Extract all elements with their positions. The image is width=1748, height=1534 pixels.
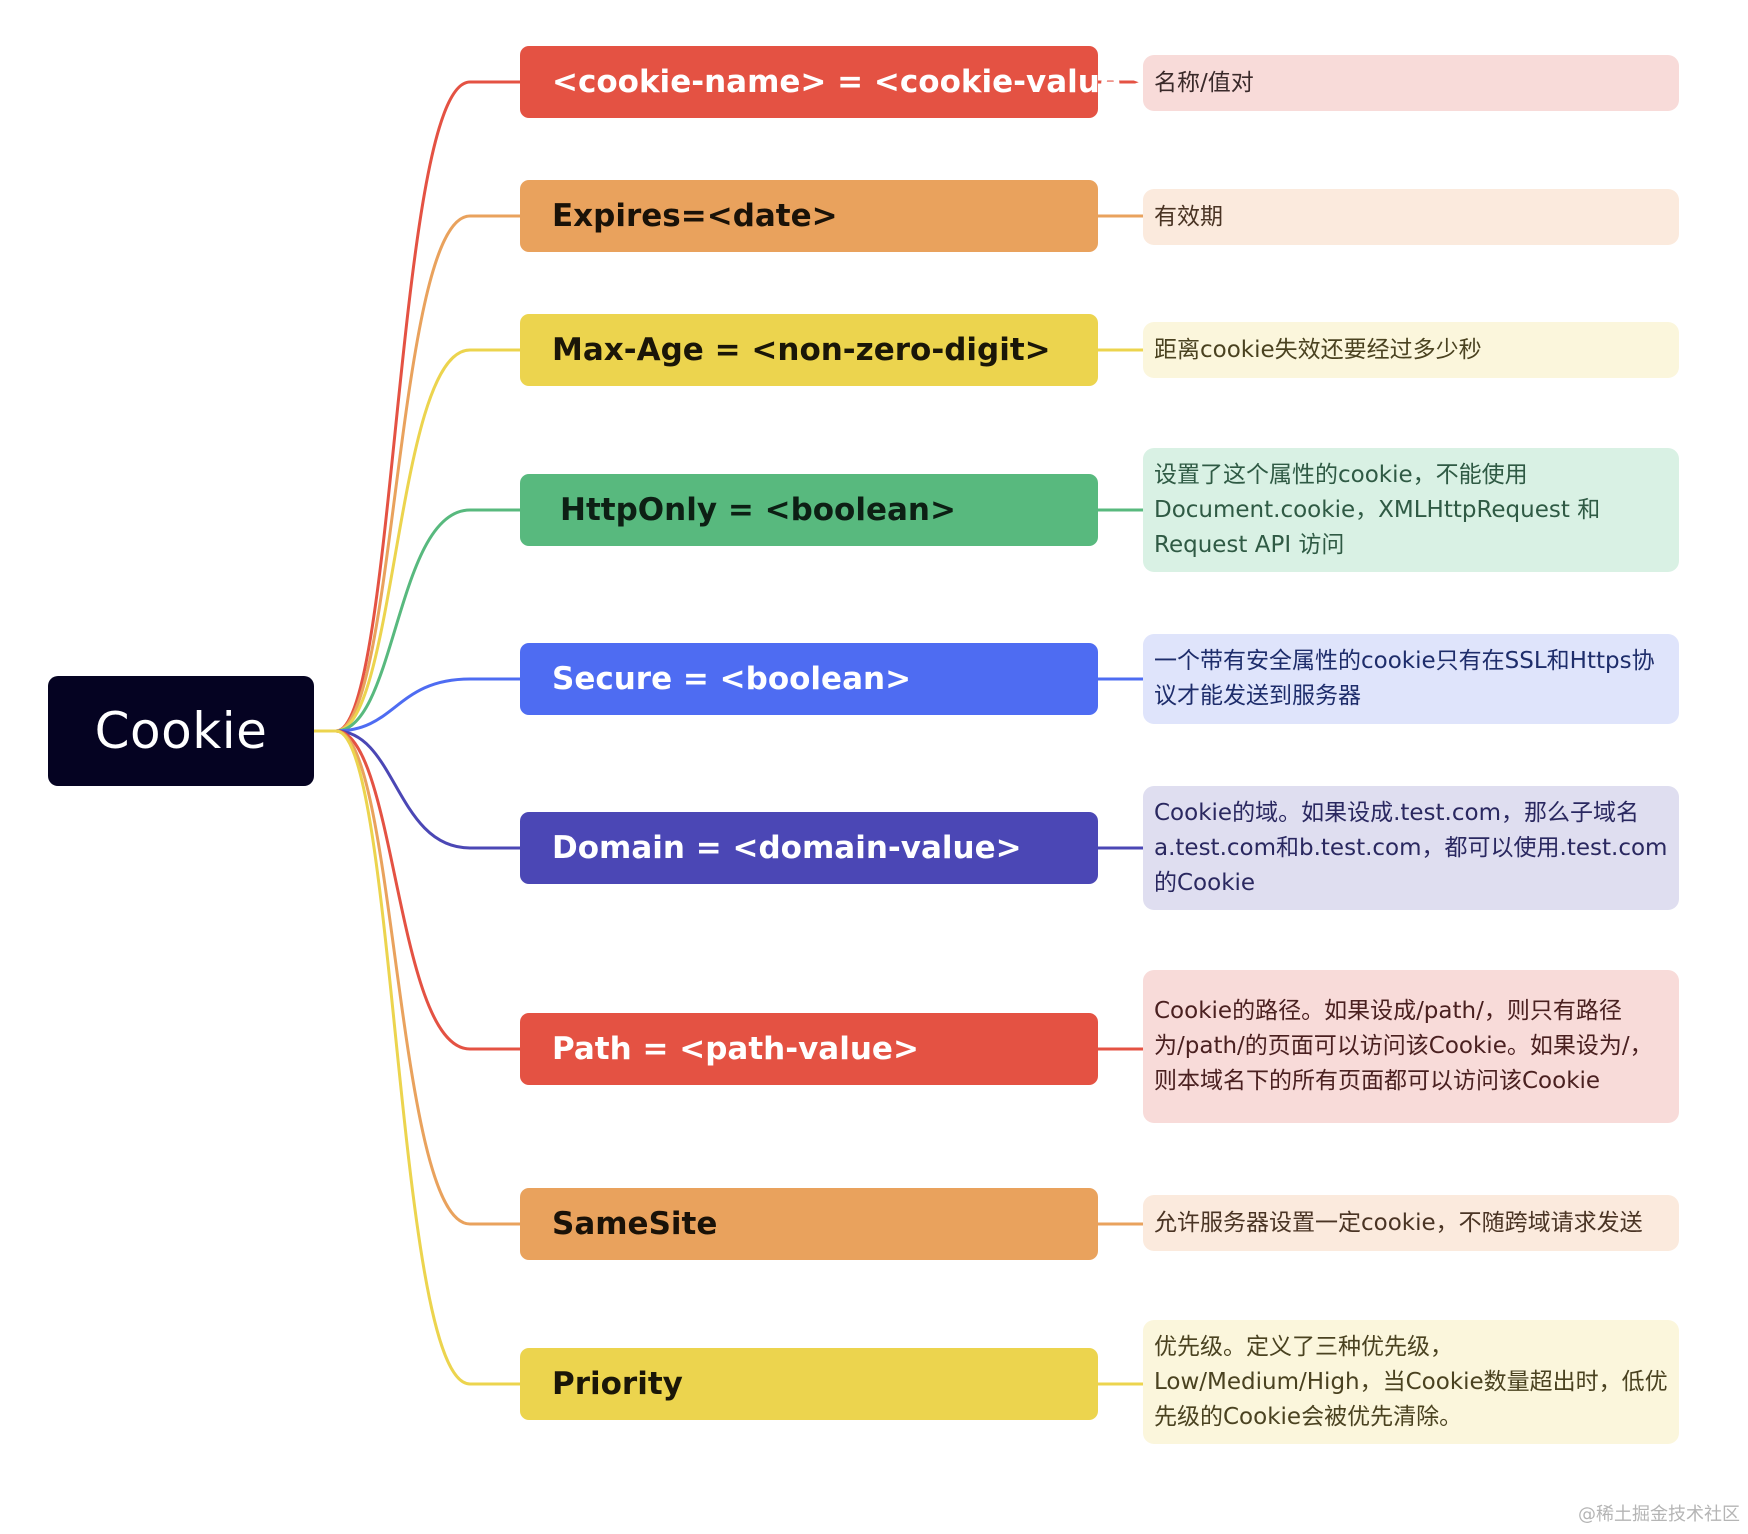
branch-cookie-name-value[interactable]: <cookie-name> = <cookie-value> bbox=[520, 46, 1147, 118]
branch-connector bbox=[335, 508, 520, 733]
branch-domain[interactable]: Domain = <domain-value> bbox=[520, 812, 1098, 884]
branch-expires[interactable]: Expires=<date> bbox=[520, 180, 1098, 252]
note-text: Cookie的域。如果设成.test.com，那么子域名a.test.com和b… bbox=[1154, 799, 1668, 896]
note-text: 名称/值对 bbox=[1154, 69, 1254, 96]
note-text: 优先级。定义了三种优先级，Low/Medium/High，当Cookie数量超出… bbox=[1154, 1333, 1668, 1430]
branch-secure[interactable]: Secure = <boolean> bbox=[520, 643, 1098, 715]
branch-connector bbox=[335, 729, 520, 1226]
note-domain: Cookie的域。如果设成.test.com，那么子域名a.test.com和b… bbox=[1143, 786, 1679, 910]
branch-max-age[interactable]: Max-Age = <non-zero-digit> bbox=[520, 314, 1098, 386]
branch-connector bbox=[335, 214, 520, 733]
branch-samesite[interactable]: SameSite bbox=[520, 1188, 1098, 1260]
note-max-age: 距离cookie失效还要经过多少秒 bbox=[1143, 322, 1679, 378]
branch-connector bbox=[335, 729, 520, 1386]
root-label: Cookie bbox=[94, 702, 268, 760]
note-path: Cookie的路径。如果设成/path/，则只有路径为/path/的页面可以访问… bbox=[1143, 970, 1679, 1123]
branch-label: SameSite bbox=[552, 1206, 718, 1242]
watermark: @稀土掘金技术社区 bbox=[1578, 1504, 1740, 1525]
note-text: 一个带有安全属性的cookie只有在SSL和Https协议才能发送到服务器 bbox=[1154, 648, 1655, 709]
branch-label: <cookie-name> = <cookie-value> bbox=[552, 64, 1147, 100]
branch-connector bbox=[335, 80, 520, 733]
branch-priority[interactable]: Priority bbox=[520, 1348, 1098, 1420]
branch-label: Expires=<date> bbox=[552, 198, 838, 234]
root-node-cookie[interactable]: Cookie bbox=[48, 676, 314, 786]
branch-path[interactable]: Path = <path-value> bbox=[520, 1013, 1098, 1085]
note-secure: 一个带有安全属性的cookie只有在SSL和Https协议才能发送到服务器 bbox=[1143, 634, 1679, 724]
branch-label: HttpOnly = <boolean> bbox=[560, 492, 956, 528]
branch-connector bbox=[335, 729, 520, 1051]
branch-connector bbox=[335, 348, 520, 733]
note-samesite: 允许服务器设置一定cookie，不随跨域请求发送 bbox=[1143, 1195, 1679, 1251]
branch-label: Max-Age = <non-zero-digit> bbox=[552, 332, 1051, 368]
note-priority: 优先级。定义了三种优先级，Low/Medium/High，当Cookie数量超出… bbox=[1143, 1320, 1679, 1444]
note-text: 距离cookie失效还要经过多少秒 bbox=[1154, 336, 1482, 363]
note-text: 有效期 bbox=[1154, 203, 1223, 230]
branch-label: Priority bbox=[552, 1366, 683, 1402]
note-text: 设置了这个属性的cookie，不能使用Document.cookie，XMLHt… bbox=[1154, 461, 1601, 558]
branch-label: Secure = <boolean> bbox=[552, 661, 912, 697]
branch-connector bbox=[335, 677, 520, 733]
branch-connector bbox=[335, 729, 520, 850]
note-cookie-name-value: 名称/值对 bbox=[1143, 55, 1679, 111]
branch-label: Domain = <domain-value> bbox=[552, 830, 1022, 866]
branch-label: Path = <path-value> bbox=[552, 1031, 919, 1067]
note-text: 允许服务器设置一定cookie，不随跨域请求发送 bbox=[1154, 1209, 1643, 1236]
branch-httponly[interactable]: HttpOnly = <boolean> bbox=[520, 474, 1098, 546]
note-httponly: 设置了这个属性的cookie，不能使用Document.cookie，XMLHt… bbox=[1143, 448, 1679, 572]
note-expires: 有效期 bbox=[1143, 189, 1679, 245]
note-text: Cookie的路径。如果设成/path/，则只有路径为/path/的页面可以访问… bbox=[1154, 998, 1653, 1094]
